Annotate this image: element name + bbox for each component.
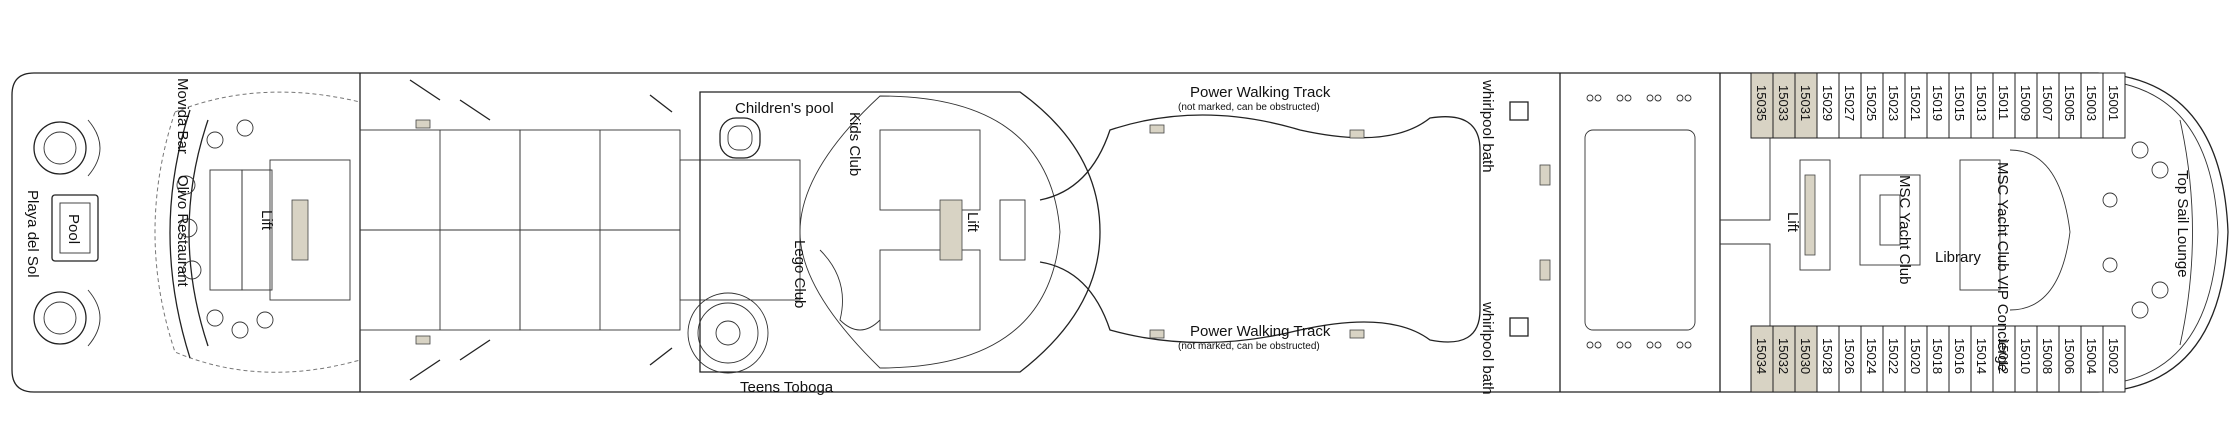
label-whirlpool-top: whirlpool bath bbox=[1479, 79, 1496, 173]
cabin-number: 15028 bbox=[1820, 338, 1835, 374]
hull-outline bbox=[11, 72, 2229, 393]
cabin-number: 15016 bbox=[1952, 338, 1967, 374]
cabin-number: 15034 bbox=[1754, 338, 1769, 374]
pool bbox=[51, 194, 99, 262]
cabin-number: 15007 bbox=[2040, 85, 2055, 121]
label-teens-toboga: Teens Toboga bbox=[740, 379, 834, 396]
label-childrens-pool: Children's pool bbox=[735, 100, 834, 117]
cabin-number: 15003 bbox=[2084, 85, 2099, 121]
cabin-number: 15023 bbox=[1886, 85, 1901, 121]
yacht-club-area bbox=[1799, 119, 2193, 346]
label-library: Library bbox=[1935, 249, 1981, 266]
cabins-bottom-row: 15002 15004 15006 15008 15010 15012 15014 15016… bbox=[1750, 325, 2126, 393]
cabin-number: 15015 bbox=[1952, 85, 1967, 121]
cabin-number: 15027 bbox=[1842, 85, 1857, 121]
label-whirlpool-bottom: whirlpool bath bbox=[1479, 301, 1496, 395]
label-lift-fwd: Lift bbox=[1784, 212, 1801, 233]
cabin-15034 bbox=[1750, 325, 1774, 393]
cabin-number: 15001 bbox=[2106, 85, 2121, 121]
cabin-number: 15004 bbox=[2084, 338, 2099, 374]
label-msc-yacht-club: MSC Yacht Club bbox=[1896, 175, 1913, 285]
cabin-number: 15033 bbox=[1776, 85, 1791, 121]
cabins-top-row: 15001 15003 15005 15007 15009 15011 15013 15015… bbox=[1750, 72, 2126, 139]
label-vip-concierge: MSC Yacht Club VIP Concierge bbox=[1994, 162, 2011, 372]
cabin-number: 15018 bbox=[1930, 338, 1945, 374]
cabin-number: 15010 bbox=[2018, 338, 2033, 374]
mid-aft-section bbox=[359, 73, 801, 392]
cabin-number: 15008 bbox=[2040, 338, 2055, 374]
whirlpool-box-bottom bbox=[1509, 317, 1529, 337]
cabin-number: 15011 bbox=[1996, 85, 2011, 120]
label-kids-club: Kids Club bbox=[846, 112, 863, 176]
cabin-number: 15020 bbox=[1908, 338, 1923, 374]
aft-whirlpool-top bbox=[33, 121, 87, 175]
label-track-bottom: Power Walking Track bbox=[1190, 323, 1331, 340]
cabin-number: 15026 bbox=[1842, 338, 1857, 374]
cabin-number: 15031 bbox=[1798, 85, 1813, 121]
aft-section bbox=[33, 91, 361, 373]
cabin-number: 15021 bbox=[1908, 85, 1923, 121]
cabin-number: 15030 bbox=[1798, 338, 1813, 374]
aft-whirlpool-bottom bbox=[33, 291, 87, 345]
mid-forward-section bbox=[1509, 73, 1771, 392]
cabin-number: 15014 bbox=[1974, 338, 1989, 374]
cabin-number: 15032 bbox=[1776, 338, 1791, 374]
cabin-number: 15019 bbox=[1930, 85, 1945, 121]
cabin-number: 15013 bbox=[1974, 85, 1989, 121]
label-lift-mid: Lift bbox=[964, 212, 981, 233]
label-track-bottom-note: (not marked, can be obstructed) bbox=[1178, 341, 1320, 352]
whirlpool-box-top bbox=[1509, 101, 1529, 121]
label-lift-aft: Lift bbox=[258, 210, 275, 231]
label-pool: Pool bbox=[65, 214, 82, 244]
cabin-15035 bbox=[1750, 72, 1774, 139]
childrens-pool bbox=[719, 117, 761, 159]
cabin-number: 15024 bbox=[1864, 338, 1879, 374]
cabin-number: 15005 bbox=[2062, 85, 2077, 121]
label-olivo-restaurant: Olivo Restaurant bbox=[174, 175, 191, 288]
cabin-number: 15012 bbox=[1996, 338, 2011, 374]
cabin-number: 15035 bbox=[1754, 85, 1769, 121]
power-walking-track bbox=[1039, 114, 1481, 344]
cabin-number: 15025 bbox=[1864, 85, 1879, 121]
cabin-number: 15022 bbox=[1886, 338, 1901, 374]
hull-inner-bow bbox=[2097, 79, 2219, 386]
label-playa-del-sol: Playa del Sol bbox=[24, 190, 41, 278]
cabin-number: 15006 bbox=[2062, 338, 2077, 374]
label-track-top: Power Walking Track bbox=[1190, 84, 1331, 101]
cabin-number: 15029 bbox=[1820, 85, 1835, 121]
kids-area bbox=[687, 91, 1101, 374]
cabin-number: 15009 bbox=[2018, 85, 2033, 121]
label-top-sail-lounge: Top Sail Lounge bbox=[2174, 170, 2191, 278]
label-track-top-note: (not marked, can be obstructed) bbox=[1178, 102, 1320, 113]
cabin-number: 15002 bbox=[2106, 338, 2121, 374]
label-lego-club: Lego Club bbox=[791, 240, 808, 308]
label-movida-bar: Movida Bar bbox=[174, 78, 191, 154]
